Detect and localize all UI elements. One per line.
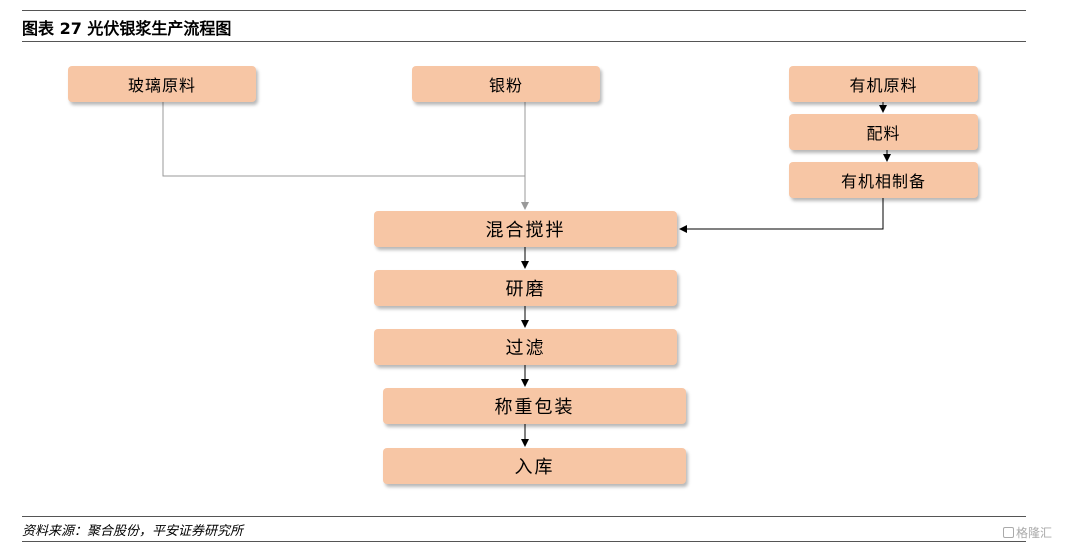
node-organic-raw-material: 有机原料 <box>789 66 978 102</box>
node-filtering: 过滤 <box>374 329 677 365</box>
figure-title: 图表 27 光伏银浆生产流程图 <box>22 19 232 38</box>
node-storage: 入库 <box>383 448 686 484</box>
source-note: 资料来源：聚合股份，平安证券研究所 <box>22 524 244 539</box>
node-weighing-packaging: 称重包装 <box>383 388 686 424</box>
watermark-logo-icon <box>1003 527 1014 538</box>
figure-footer: 资料来源：聚合股份，平安证券研究所 <box>22 516 1026 542</box>
node-organic-phase-prep: 有机相制备 <box>789 162 978 198</box>
node-mixing: 混合搅拌 <box>374 211 677 247</box>
watermark: 格隆汇 <box>1003 524 1052 541</box>
node-grinding: 研磨 <box>374 270 677 306</box>
node-silver-powder: 银粉 <box>412 66 600 102</box>
figure-header: 图表 27 光伏银浆生产流程图 <box>22 10 1026 42</box>
node-batching: 配料 <box>789 114 978 150</box>
connector-glass-to-mixing <box>162 101 525 177</box>
arrow-organic-prep-to-mixing <box>679 198 884 233</box>
node-glass-raw-material: 玻璃原料 <box>68 66 256 102</box>
watermark-text: 格隆汇 <box>1016 526 1053 540</box>
